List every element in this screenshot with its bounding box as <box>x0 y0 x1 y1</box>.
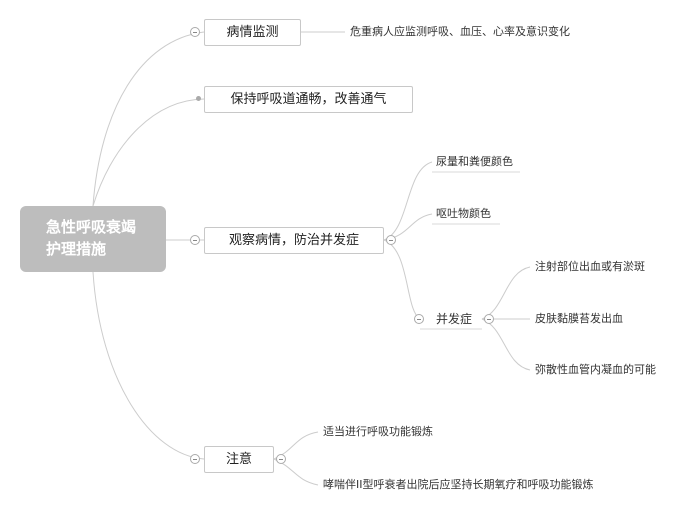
branch-label: 注意 <box>225 452 252 467</box>
branch-node-airway[interactable]: 保持呼吸道通畅，改善通气 <box>204 86 413 113</box>
leaf-item[interactable]: 注射部位出血或有淤斑 <box>535 260 645 273</box>
collapse-toggle-icon[interactable] <box>276 454 286 464</box>
branch-label: 病情监测 <box>226 25 279 40</box>
leaf-item[interactable]: 哮喘伴II型呼衰者出院后应坚持长期氧疗和呼吸功能锻炼 <box>323 478 594 491</box>
branch-label: 观察病情，防治并发症 <box>228 233 359 248</box>
leaf-item[interactable]: 弥散性血管内凝血的可能 <box>535 363 656 376</box>
leaf-item[interactable]: 皮肤黏膜苔发出血 <box>535 312 623 325</box>
leaf-item[interactable]: 危重病人应监测呼吸、血压、心率及意识变化 <box>350 25 570 38</box>
branch-label: 保持呼吸道通畅，改善通气 <box>230 92 387 107</box>
branch-node-attention[interactable]: 注意 <box>204 446 274 473</box>
collapse-toggle-icon[interactable] <box>190 235 200 245</box>
leaf-item[interactable]: 尿量和粪便颜色 <box>436 155 513 168</box>
leaf-item[interactable]: 适当进行呼吸功能锻炼 <box>323 425 433 438</box>
leaf-item[interactable]: 呕吐物颜色 <box>436 207 491 220</box>
root-title-line1: 急性呼吸衰竭 <box>46 218 137 236</box>
root-node[interactable]: 急性呼吸衰竭 护理措施 <box>20 206 166 272</box>
collapse-toggle-icon[interactable] <box>190 27 200 37</box>
collapse-toggle-icon[interactable] <box>414 314 424 324</box>
branch-node-observe[interactable]: 观察病情，防治并发症 <box>204 227 384 254</box>
sub-node-complications[interactable]: 并发症 <box>436 312 473 326</box>
branch-node-monitor[interactable]: 病情监测 <box>204 19 301 46</box>
collapse-toggle-icon[interactable] <box>190 454 200 464</box>
collapse-toggle-icon[interactable] <box>386 235 396 245</box>
collapsed-dot-icon[interactable] <box>196 96 201 101</box>
collapse-toggle-icon[interactable] <box>484 314 494 324</box>
root-title-line2: 护理措施 <box>46 240 107 258</box>
